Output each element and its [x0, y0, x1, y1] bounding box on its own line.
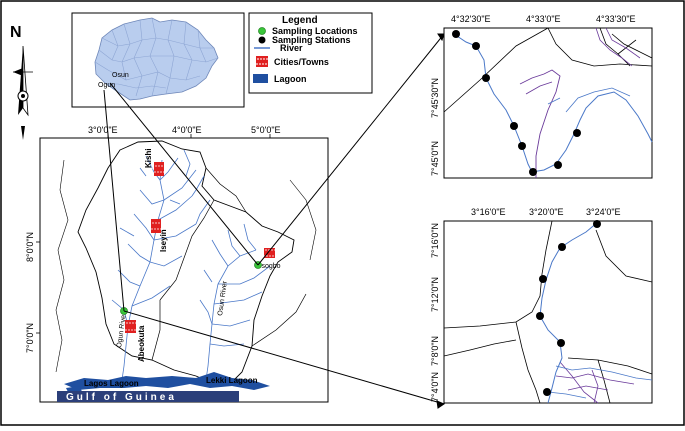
- sampling-station-icon: [518, 142, 526, 150]
- city-label-abeokuta: Abeokuta: [137, 325, 146, 362]
- lagoon-label-lekki: Lekki Lagoon: [206, 376, 258, 385]
- city-label-osogbo: Osogbo: [256, 263, 281, 270]
- sea-band: [57, 391, 239, 402]
- sampling-station-icon: [558, 243, 566, 251]
- inset-nigeria: Osun Ogun: [71, 12, 245, 108]
- sampling-location-icon: [258, 27, 266, 35]
- lagoon-swatch-icon: [253, 74, 268, 83]
- legend: Legend Sampling Locations Sampling Stati…: [248, 12, 373, 94]
- river-label-osun: Osun River: [217, 280, 229, 316]
- basin-boundary: [77, 140, 295, 385]
- detail-top-y-tick: 7°45'0"N: [430, 141, 440, 176]
- detail-bottom-sampling-stations: [536, 220, 601, 396]
- sampling-station-icon: [452, 30, 460, 38]
- sampling-station-icon: [472, 42, 480, 50]
- legend-item-river: River: [280, 43, 303, 53]
- legend-item-cities-towns: Cities/Towns: [274, 57, 329, 67]
- connector-lines: [103, 33, 446, 409]
- main-map: 3°0'0"E 4°0'0"E 5°0'0"E 8°0'0"N 7°0'0"N: [25, 125, 329, 403]
- detail-top-y-tick: 7°45'30"N: [430, 78, 440, 118]
- sampling-station-icon: [543, 388, 551, 396]
- detail-top-x-tick: 4°33'30"E: [596, 14, 636, 24]
- detail-top-x-tick: 4°33'0"E: [526, 14, 561, 24]
- sampling-station-icon: [573, 129, 581, 137]
- detail-bottom-y-tick: 7°4'0"N: [430, 372, 440, 402]
- lagoon-label-lagos: Lagos Lagoon: [84, 379, 139, 388]
- detail-top-river: [453, 33, 653, 173]
- internal-boundaries: [151, 167, 307, 361]
- legend-title: Legend: [282, 15, 318, 26]
- lagoon-shapes: [64, 372, 270, 392]
- detail-top-sampling-stations: [452, 30, 581, 176]
- detail-top-roads: [595, 27, 641, 67]
- detail-bottom-roads: [555, 361, 635, 404]
- sampling-station-icon: [510, 122, 518, 130]
- sea-label-gulf-of-guinea: Gulf of Guinea: [66, 392, 177, 403]
- sampling-station-icon: [554, 161, 562, 169]
- main-x-tick: 3°0'0"E: [88, 125, 118, 135]
- detail-bottom-x-tick: 3°16'0"E: [471, 207, 506, 217]
- north-arrow: N: [10, 24, 33, 140]
- city-marker-abeokuta: [122, 320, 139, 333]
- city-town-icon: [253, 56, 271, 67]
- sampling-station-icon: [536, 312, 544, 320]
- detail-bottom-x-tick: 3°20'0"E: [529, 207, 564, 217]
- detail-map-abeokuta: 3°16'0"E 3°20'0"E 3°24'0"E 7°16'0"N 7°12…: [430, 207, 653, 404]
- detail-top-purple-roads: [519, 69, 561, 178]
- sampling-station-icon: [482, 74, 490, 82]
- nigeria-state-boundaries: [94, 17, 219, 97]
- legend-item-sampling-locations: Sampling Locations: [272, 26, 358, 36]
- main-x-tick: 5°0'0"E: [251, 125, 281, 135]
- sampling-station-icon: [557, 339, 565, 347]
- detail-bottom-boundaries: [443, 220, 653, 404]
- inset-label-osun: Osun: [112, 72, 129, 79]
- sampling-station-icon: [258, 36, 266, 44]
- detail-top-boundaries: [443, 27, 653, 113]
- river-label-ogun: Ogun River: [116, 312, 128, 349]
- city-label-kishi: Kishi: [144, 148, 153, 168]
- outer-boundaries: [55, 159, 317, 373]
- detail-bottom-y-tick: 7°16'0"N: [430, 223, 440, 258]
- detail-bottom-river: [539, 221, 599, 404]
- main-y-tick: 7°0'0"N: [25, 323, 35, 353]
- legend-item-sampling-stations: Sampling Stations: [272, 35, 351, 45]
- sampling-station-icon: [539, 275, 547, 283]
- main-y-tick: 8°0'0"N: [25, 232, 35, 262]
- city-marker-kishi: [151, 162, 167, 176]
- detail-bottom-y-tick: 7°12'0"N: [430, 277, 440, 312]
- inset-label-ogun: Ogun: [98, 82, 115, 89]
- detail-bottom-x-tick: 3°24'0"E: [586, 207, 621, 217]
- sampling-station-icon: [593, 220, 601, 228]
- detail-top-x-tick: 4°32'30"E: [451, 14, 491, 24]
- legend-item-lagoon: Lagoon: [274, 74, 307, 84]
- city-marker-iseyin: [148, 219, 164, 233]
- sampling-station-icon: [529, 168, 537, 176]
- north-label: N: [10, 24, 22, 41]
- main-x-tick: 4°0'0"E: [172, 125, 202, 135]
- city-label-iseyin: Iseyin: [159, 229, 168, 252]
- detail-map-osogbo: 4°32'30"E 4°33'0"E 4°33'30"E 7°45'30"N 7…: [430, 14, 653, 179]
- detail-bottom-y-tick: 7°8'0"N: [430, 336, 440, 366]
